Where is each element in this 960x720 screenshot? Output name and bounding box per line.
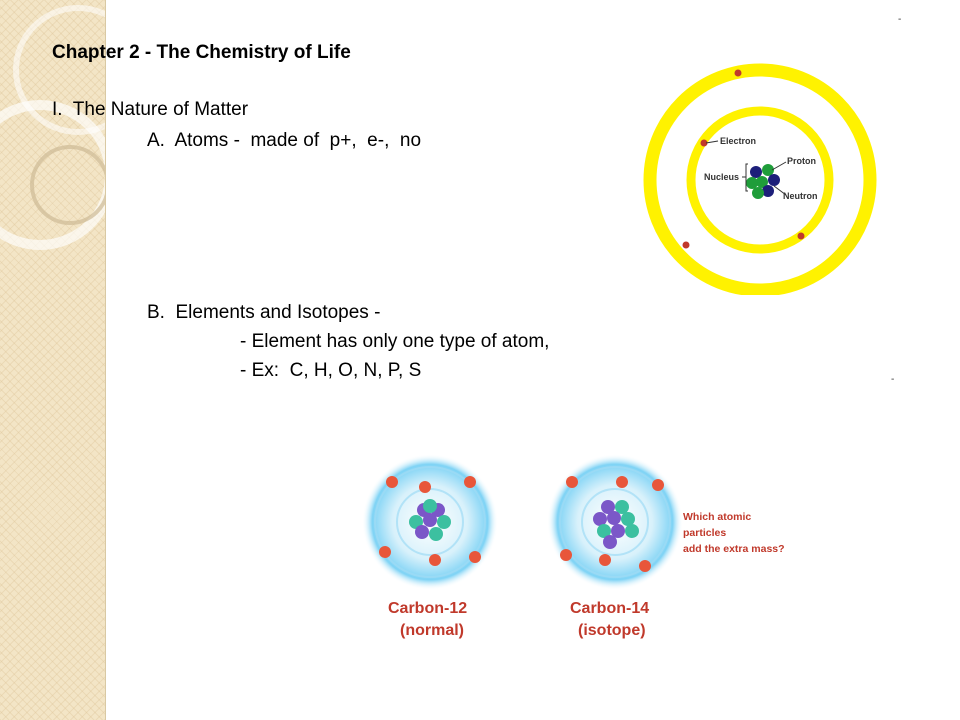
carbon-12-title: Carbon-12 xyxy=(388,600,467,617)
question-line: Which atomic xyxy=(683,511,751,523)
inner-orbit xyxy=(686,106,834,254)
point-elements-isotopes: B. Elements and Isotopes - xyxy=(147,302,381,323)
electron-particle xyxy=(734,69,742,77)
proton-label: Proton xyxy=(787,156,816,166)
point-atoms: A. Atoms - made of p+, e-, no xyxy=(147,130,422,151)
sub-point-examples: - Ex: C, H, O, N, P, S xyxy=(240,360,422,381)
neutron-label: Neutron xyxy=(783,191,818,201)
nucleus-cluster xyxy=(593,500,639,549)
outer-orbit xyxy=(643,63,877,295)
nucleus-cluster xyxy=(746,164,780,199)
electron-particle xyxy=(797,232,805,240)
atom-structure-diagram: Electron Nucleus Proton Neutron xyxy=(643,63,877,295)
carbon-14-atom xyxy=(547,454,683,590)
question-line: add the extra mass? xyxy=(683,543,785,555)
carbon-12-note: (normal) xyxy=(400,622,464,639)
carbon-14-title: Carbon-14 xyxy=(570,600,649,617)
question-line: particles xyxy=(683,527,726,539)
dash-mark-middle: - xyxy=(891,374,895,385)
carbon-isotope-diagram: Carbon-12 (normal) Carbon-14 (isotope) W… xyxy=(362,454,785,639)
decorative-swirl xyxy=(0,5,105,250)
sub-point-element-definition: - Element has only one type of atom, xyxy=(240,331,550,352)
electron-label: Electron xyxy=(720,136,756,146)
section-heading: I. The Nature of Matter xyxy=(52,99,249,120)
nucleus-label: Nucleus xyxy=(704,172,739,182)
slide-title: Chapter 2 - The Chemistry of Life xyxy=(52,42,351,63)
dash-mark-top: - xyxy=(898,14,902,25)
nucleus-cluster xyxy=(409,499,451,541)
decorative-sidebar xyxy=(0,0,106,720)
electron-particle xyxy=(700,139,708,147)
carbon-14-note: (isotope) xyxy=(578,622,646,639)
electron-particle xyxy=(682,241,690,249)
carbon-12-atom xyxy=(362,454,498,590)
